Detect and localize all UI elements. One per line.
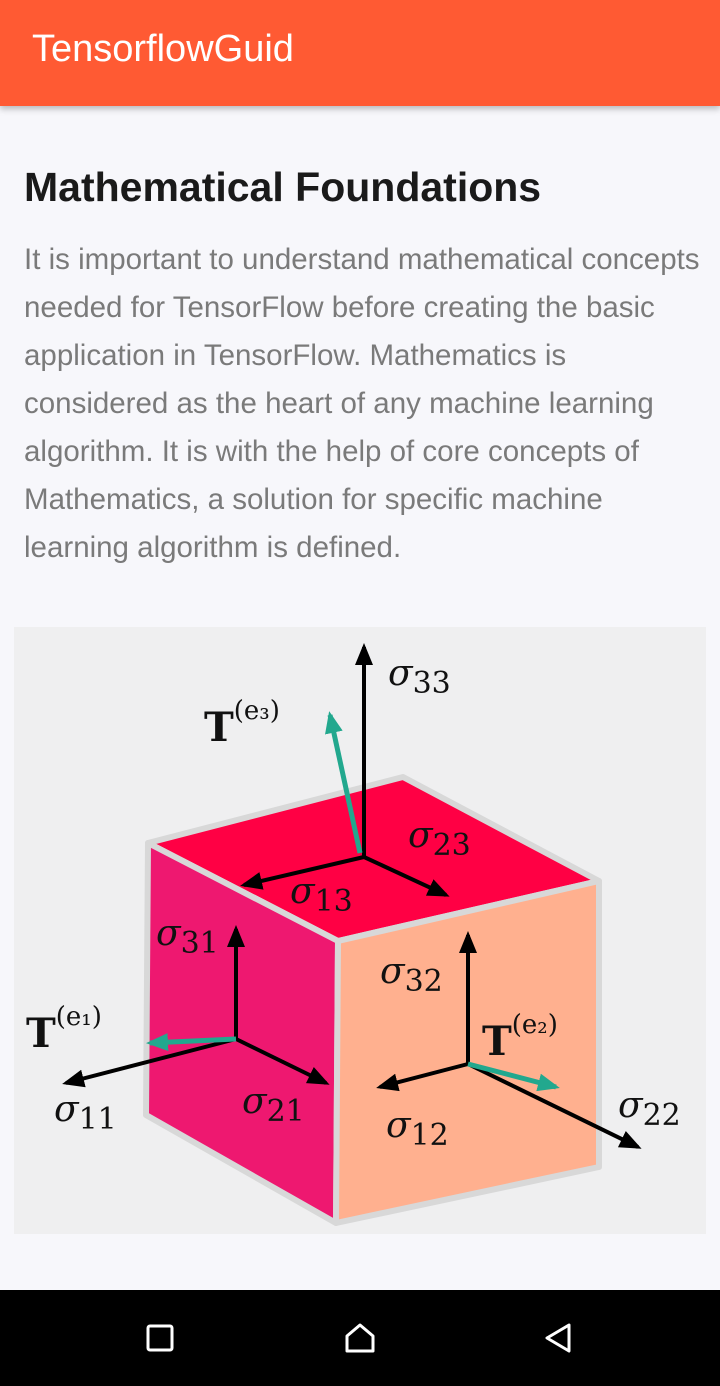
traction-e2-arrow <box>467 1061 560 1092</box>
stress-tensor-figure: σ33 T(e₃) σ23 σ13 σ31 σ32 T(e₁) T(e₂) σ2… <box>14 627 706 1234</box>
traction-e1-label: T(e₁) <box>26 1002 102 1057</box>
sigma11-arrow <box>62 1037 237 1088</box>
sigma21-arrow <box>235 1037 330 1085</box>
sigma32-label: σ32 <box>380 951 443 999</box>
traction-e2-label: T(e₂) <box>482 1010 558 1065</box>
system-nav-bar <box>0 1290 720 1386</box>
triangle-back-icon <box>545 1323 571 1353</box>
sigma22-arrow <box>467 1062 642 1149</box>
article-content: Mathematical Foundations It is important… <box>0 106 720 1290</box>
stress-tensor-diagram: σ33 T(e₃) σ23 σ13 σ31 σ32 T(e₁) T(e₂) σ2… <box>26 643 681 1226</box>
sigma23-label: σ23 <box>408 815 471 863</box>
sigma21-label: σ21 <box>242 1081 305 1129</box>
sigma12-label: σ12 <box>386 1105 449 1153</box>
sigma11-label: σ11 <box>54 1089 117 1137</box>
traction-e3-label: T(e₃) <box>204 696 280 751</box>
traction-e3-arrow <box>325 711 363 854</box>
recents-button[interactable] <box>130 1308 190 1368</box>
sigma22-label: σ22 <box>618 1085 681 1133</box>
sigma12-arrow <box>376 1062 469 1092</box>
sigma31-label: σ31 <box>156 913 219 961</box>
traction-e1-arrow <box>146 1033 237 1052</box>
sigma13-label: σ13 <box>290 871 353 919</box>
sigma33-label: σ33 <box>388 653 451 701</box>
square-icon <box>146 1324 174 1352</box>
back-button[interactable] <box>528 1308 588 1368</box>
sigma23-arrow <box>363 855 450 897</box>
sigma13-arrow <box>240 855 365 890</box>
home-button[interactable] <box>330 1308 390 1368</box>
article-heading: Mathematical Foundations <box>24 164 542 210</box>
article-paragraph: It is important to understand mathematic… <box>24 243 700 564</box>
app-bar: TensorflowGuid <box>0 0 720 106</box>
app-title: TensorflowGuid <box>32 28 294 70</box>
home-icon <box>345 1323 375 1353</box>
